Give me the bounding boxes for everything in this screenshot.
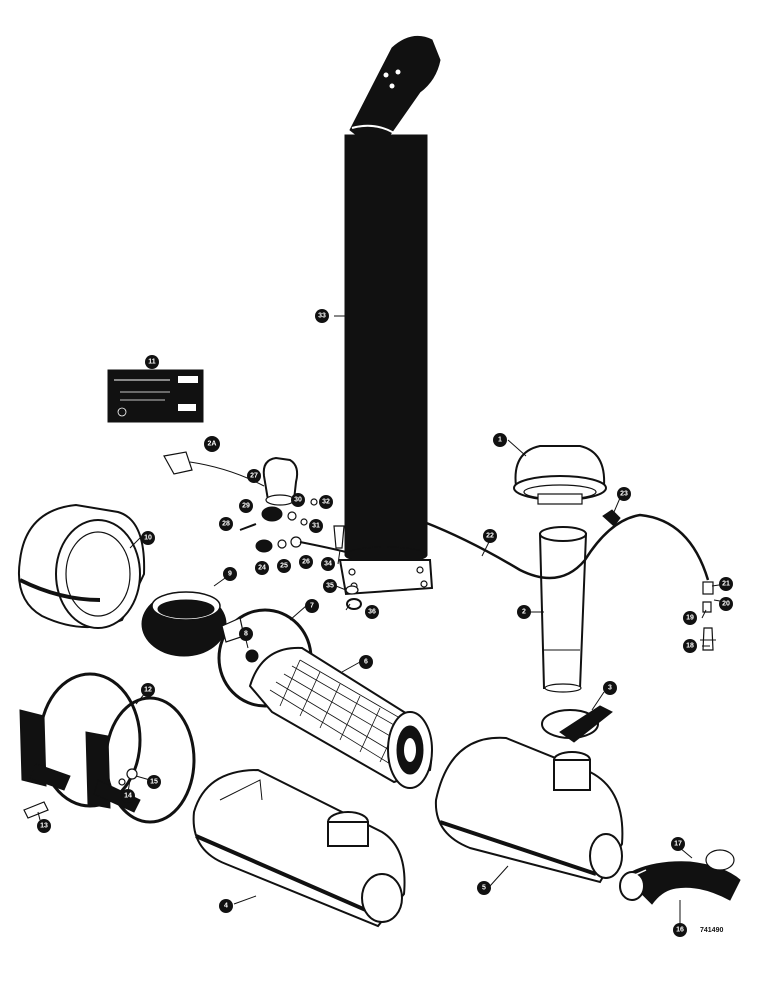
part-exhaust-stack (338, 35, 441, 596)
callout-24: 24 (255, 561, 269, 575)
part-indicator-cluster (163, 451, 347, 553)
callout-18: 18 (683, 639, 697, 653)
callout-25: 25 (277, 559, 291, 573)
svg-text:36: 36 (368, 609, 376, 616)
callout-6: 6 (359, 655, 373, 669)
part-air-cleaner-body-right (434, 736, 624, 884)
part-mounting-bands (19, 672, 196, 824)
svg-text:17: 17 (674, 841, 682, 848)
svg-text:31: 31 (312, 523, 320, 530)
svg-text:8: 8 (244, 631, 248, 638)
callout-21: 21 (719, 577, 733, 591)
callout-29: 29 (239, 499, 253, 513)
svg-text:27: 27 (250, 473, 258, 480)
callout-9: 9 (223, 567, 237, 581)
callout-5: 5 (477, 881, 491, 895)
svg-text:10: 10 (144, 535, 152, 542)
svg-text:1: 1 (498, 437, 502, 444)
svg-text:15: 15 (150, 779, 158, 786)
part-restriction-line (423, 509, 714, 595)
callout-8: 8 (239, 627, 253, 641)
svg-text:29: 29 (242, 503, 250, 510)
part-filter-element (248, 646, 433, 789)
svg-text:32: 32 (322, 499, 330, 506)
part-intake-tube (538, 526, 588, 693)
svg-text:16: 16 (676, 927, 684, 934)
callout-11: 11 (145, 355, 159, 369)
callout-14: 14 (121, 789, 135, 803)
svg-text:30: 30 (294, 497, 302, 504)
svg-text:35: 35 (326, 583, 334, 590)
callout-33: 33 (315, 309, 329, 323)
svg-text:3: 3 (608, 685, 612, 692)
leader-lines (37, 315, 727, 924)
part-bolts-nuts (23, 768, 138, 819)
part-air-cleaner-cover (18, 503, 146, 629)
svg-text:20: 20 (722, 601, 730, 608)
svg-text:12: 12 (144, 687, 152, 694)
callout-16: 16 (673, 923, 687, 937)
svg-text:33: 33 (318, 313, 326, 320)
svg-text:23: 23 (620, 491, 628, 498)
part-fittings-right (700, 601, 716, 651)
svg-text:5: 5 (482, 885, 486, 892)
svg-text:18: 18 (686, 643, 694, 650)
callout-31: 31 (309, 519, 323, 533)
svg-text:25: 25 (280, 563, 288, 570)
callout-27: 27 (247, 469, 261, 483)
callout-20: 20 (719, 597, 733, 611)
svg-text:6: 6 (364, 659, 368, 666)
callout-3: 3 (603, 681, 617, 695)
callout-13: 13 (37, 819, 51, 833)
callout-7: 7 (305, 599, 319, 613)
callout-26: 26 (299, 555, 313, 569)
svg-text:2A: 2A (208, 441, 217, 448)
part-decal-plate (107, 369, 204, 423)
part-air-cleaner-body-left (192, 768, 406, 928)
svg-text:4: 4 (224, 903, 228, 910)
part-hose-clamp-small (541, 705, 613, 743)
callout-22: 22 (483, 529, 497, 543)
svg-text:7: 7 (310, 603, 314, 610)
callout-15: 15 (147, 775, 161, 789)
callout-2a: 2A (204, 436, 220, 452)
callout-17: 17 (671, 837, 685, 851)
callout-4: 4 (219, 899, 233, 913)
callout-30: 30 (291, 493, 305, 507)
svg-text:14: 14 (124, 793, 132, 800)
drawing-number: 741490 (700, 927, 723, 934)
part-elbow-hose (619, 849, 741, 905)
svg-text:11: 11 (148, 359, 156, 366)
callout-36: 36 (365, 605, 379, 619)
callout-35: 35 (323, 579, 337, 593)
callout-2: 2 (517, 605, 531, 619)
svg-text:2: 2 (522, 609, 526, 616)
callout-19: 19 (683, 611, 697, 625)
svg-text:22: 22 (486, 533, 494, 540)
svg-text:9: 9 (228, 571, 232, 578)
callout-1: 1 (493, 433, 507, 447)
svg-text:24: 24 (258, 565, 266, 572)
svg-text:13: 13 (40, 823, 48, 830)
part-precleaner-cap (513, 445, 607, 505)
callout-12: 12 (141, 683, 155, 697)
callout-10: 10 (141, 531, 155, 545)
svg-text:19: 19 (686, 615, 694, 622)
svg-text:34: 34 (324, 561, 332, 568)
callout-32: 32 (319, 495, 333, 509)
svg-text:26: 26 (302, 559, 310, 566)
callout-28: 28 (219, 517, 233, 531)
part-seal-ring (141, 591, 227, 657)
callout-23: 23 (617, 487, 631, 501)
svg-text:28: 28 (222, 521, 230, 528)
svg-text:21: 21 (722, 581, 730, 588)
callout-34: 34 (321, 557, 335, 571)
